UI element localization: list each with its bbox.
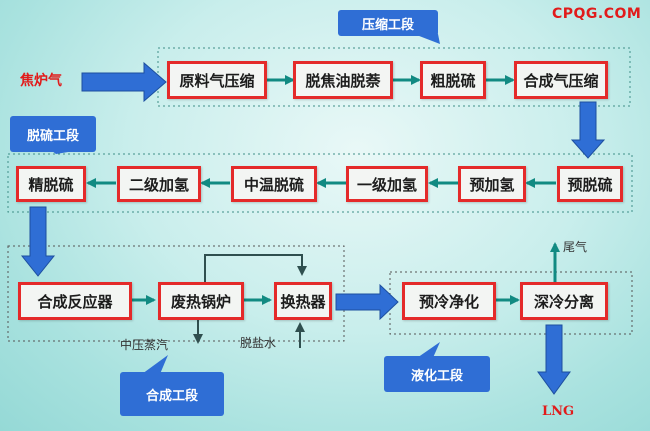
waste-heat-boiler-node: 废热锅炉 <box>158 282 244 320</box>
crude-desulfurization-node: 粗脱硫 <box>420 61 486 99</box>
feed-gas-label: 焦炉气 <box>20 73 62 89</box>
desalted-water-label: 脱盐水 <box>240 336 277 350</box>
row1-to-row2-arrow <box>570 101 606 159</box>
secondary-hydrogenation-node: 二级加氢 <box>117 166 201 202</box>
desulfurization-section-outline <box>7 153 633 213</box>
precooling-purification-node: 预冷净化 <box>402 282 496 320</box>
desulfurization-section-callout: 脱硫工段 <box>10 116 96 152</box>
recycle-loop-line <box>204 254 307 282</box>
synthesis-reactor-node: 合成反应器 <box>18 282 132 320</box>
feed-input-arrow <box>81 61 167 103</box>
lng-output-arrow <box>537 324 571 395</box>
primary-hydrogenation-node: 一级加氢 <box>346 166 428 202</box>
tail-gas-label: 尾气 <box>563 240 588 254</box>
syngas-compression-node: 合成气压缩 <box>514 61 608 99</box>
synthesis-section-callout: 合成工段 <box>120 372 224 416</box>
compression-callout-pointer <box>414 34 440 44</box>
medium-temp-desulfurization-node: 中温脱硫 <box>231 166 317 202</box>
fine-desulfurization-node: 精脱硫 <box>16 166 86 202</box>
synthesis-callout-pointer <box>142 355 168 374</box>
brand-watermark: CPQG.COM <box>552 6 642 22</box>
heat-exchanger-node: 换热器 <box>274 282 332 320</box>
pre-hydrogenation-node: 预加氢 <box>458 166 526 202</box>
compression-section-callout: 压缩工段 <box>338 10 438 36</box>
lng-output-label: LNG <box>542 404 575 419</box>
liquefaction-callout-pointer <box>414 342 440 360</box>
tar-naphthalene-removal-node: 脱焦油脱萘 <box>293 61 393 99</box>
liquefaction-section-callout: 液化工段 <box>384 356 490 392</box>
pre-desulfurization-node: 预脱硫 <box>557 166 623 202</box>
cryogenic-separation-node: 深冷分离 <box>520 282 608 320</box>
synthesis-to-liquefaction-arrow <box>335 283 399 321</box>
mp-steam-label: 中压蒸汽 <box>120 338 169 352</box>
row2-to-row3-arrow <box>20 206 56 277</box>
feed-compression-node: 原料气压缩 <box>167 61 267 99</box>
